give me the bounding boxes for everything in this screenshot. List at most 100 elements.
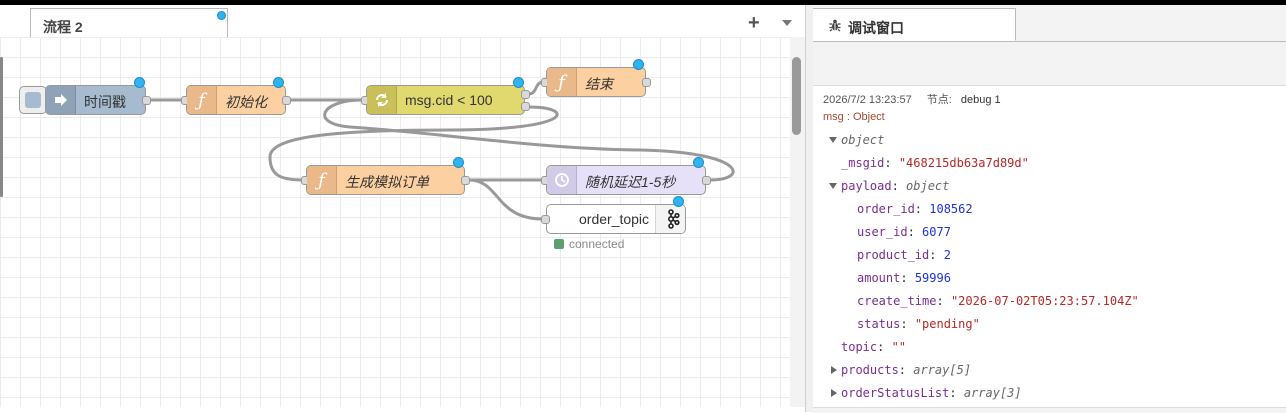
node-label: order_topic bbox=[579, 211, 650, 227]
wire-delay-loop bbox=[323, 98, 735, 182]
tree-type: array[5] bbox=[913, 363, 972, 377]
node-label: 初始化 bbox=[225, 94, 267, 110]
tree-row-order-id: order_id: 108562 bbox=[857, 202, 973, 216]
tree-type: object bbox=[906, 179, 950, 193]
sidebar: 调试窗口 2026/7/2 13:23:57 节点: debug 1 msg :… bbox=[813, 5, 1286, 413]
message-timestamp: 2026/7/2 13:23:57 bbox=[823, 94, 912, 106]
tree-key: order_id bbox=[857, 202, 915, 216]
changed-dot bbox=[693, 157, 704, 168]
tree-value: "pending" bbox=[914, 317, 980, 331]
tree-value: 108562 bbox=[929, 202, 973, 216]
output-port[interactable] bbox=[461, 176, 470, 185]
node-label: 时间戳 bbox=[84, 94, 126, 110]
output-port[interactable] bbox=[702, 176, 711, 185]
sidebar-separator[interactable] bbox=[805, 5, 813, 412]
node-delay[interactable]: 随机延迟1-5秒 bbox=[541, 157, 711, 195]
inject-button-inner bbox=[25, 92, 41, 108]
clock-icon bbox=[547, 166, 577, 194]
tree-type: object bbox=[841, 133, 885, 147]
changed-dot bbox=[513, 77, 524, 88]
debug-toolbar bbox=[813, 42, 1286, 86]
changed-dot bbox=[453, 157, 464, 168]
tree-key: orderStatusList bbox=[841, 386, 950, 400]
tree-row-create-time: create_time: "2026-07-02T05:23:57.104Z" bbox=[857, 294, 1139, 308]
tree-row-amount: amount: 59996 bbox=[857, 271, 951, 285]
top-bar bbox=[0, 0, 1286, 5]
scrollbar-thumb[interactable] bbox=[792, 57, 801, 135]
function-icon: ƒ bbox=[547, 68, 577, 96]
message-node-label: 节点: bbox=[926, 94, 952, 106]
tab-label: 流程 2 bbox=[43, 19, 83, 35]
tree-key: payload bbox=[841, 179, 892, 193]
node-end[interactable]: ƒ 结束 bbox=[541, 59, 651, 97]
node-loop[interactable]: msg.cid < 100 bbox=[361, 77, 530, 115]
tab-label: 调试窗口 bbox=[848, 20, 904, 36]
tree-key: _msgid bbox=[841, 156, 885, 170]
tree-key: topic bbox=[841, 340, 878, 354]
sidebar-bottom-bar bbox=[813, 407, 1286, 413]
output-port-2[interactable] bbox=[521, 102, 530, 111]
arrow-in-icon bbox=[46, 86, 76, 114]
tree-row-msgid: _msgid: "468215db63a7d89d" bbox=[841, 156, 1029, 170]
caret-right-icon[interactable] bbox=[831, 366, 837, 374]
changed-dot bbox=[673, 196, 684, 207]
tree-value: "2026-07-02T05:23:57.104Z" bbox=[950, 294, 1139, 308]
caret-right-icon[interactable] bbox=[831, 389, 837, 397]
canvas-vertical-scrollbar[interactable] bbox=[790, 37, 805, 407]
output-port[interactable] bbox=[282, 96, 291, 105]
input-port[interactable] bbox=[541, 215, 550, 224]
node-label: msg.cid < 100 bbox=[405, 92, 493, 108]
wire-gen-kafka bbox=[468, 178, 544, 221]
inject-button[interactable] bbox=[19, 86, 47, 114]
tree-key: create_time bbox=[857, 294, 937, 308]
output-port-1[interactable] bbox=[521, 90, 530, 99]
bug-icon bbox=[828, 18, 842, 32]
tab-flow-2[interactable]: 流程 2 bbox=[30, 8, 228, 41]
node-generate[interactable]: ƒ 生成模拟订单 bbox=[301, 157, 470, 195]
tree-row-user-id: user_id: 6077 bbox=[857, 225, 951, 239]
message-topic: msg : Object bbox=[823, 111, 885, 123]
tab-changed-dot bbox=[217, 11, 226, 20]
tree-value: 59996 bbox=[914, 271, 951, 285]
tree-value: "468215db63a7d89d" bbox=[898, 156, 1029, 170]
function-icon: ƒ bbox=[307, 166, 337, 194]
tree-key: product_id bbox=[857, 248, 930, 262]
tree-type: array[3] bbox=[963, 386, 1022, 400]
tree-value: 2 bbox=[943, 248, 951, 262]
canvas-edge-marker bbox=[0, 57, 3, 197]
wire-loop-gen bbox=[268, 105, 559, 182]
tree-row-payload[interactable]: payload: object bbox=[829, 177, 949, 195]
node-inject[interactable]: 时间戳 bbox=[45, 77, 151, 115]
changed-dot bbox=[273, 77, 284, 88]
output-port[interactable] bbox=[142, 96, 151, 105]
function-icon: ƒ bbox=[187, 86, 217, 114]
sidebar-tabbar: 调试窗口 bbox=[813, 5, 1286, 42]
changed-dot bbox=[134, 77, 145, 88]
status-connected-dot bbox=[554, 239, 564, 249]
tree-key: products bbox=[841, 363, 899, 377]
tree-row-root[interactable]: object bbox=[829, 131, 884, 149]
node-label: 生成模拟订单 bbox=[345, 174, 429, 190]
caret-down-icon[interactable] bbox=[829, 137, 837, 143]
output-port[interactable] bbox=[642, 78, 651, 87]
loop-icon bbox=[367, 86, 397, 114]
tree-key: amount bbox=[857, 271, 901, 285]
tab-debug[interactable]: 调试窗口 bbox=[813, 8, 1016, 41]
add-flow-button[interactable]: + bbox=[748, 12, 760, 34]
tree-row-topic: topic: "" bbox=[841, 340, 907, 354]
status-connected-text: connected bbox=[569, 237, 625, 251]
tree-row-products[interactable]: products: array[5] bbox=[831, 361, 971, 379]
tree-row-status: status: "pending" bbox=[857, 317, 980, 331]
message-meta: 2026/7/2 13:23:57 节点: debug 1 bbox=[823, 91, 1001, 107]
flow-canvas[interactable]: 时间戳 ƒ 初始化 msg.cid < 100 ƒ 结束 bbox=[0, 37, 790, 407]
chevron-down-icon[interactable] bbox=[782, 20, 792, 26]
node-init[interactable]: ƒ 初始化 bbox=[181, 77, 291, 115]
message-node-name[interactable]: debug 1 bbox=[960, 94, 1001, 106]
tree-row-order-status-list[interactable]: orderStatusList: array[3] bbox=[831, 384, 1022, 402]
caret-down-icon[interactable] bbox=[829, 183, 837, 189]
node-label: 随机延迟1-5秒 bbox=[585, 174, 676, 190]
tree-value: 6077 bbox=[922, 225, 951, 239]
changed-dot bbox=[633, 59, 644, 70]
node-kafka[interactable]: order_topic bbox=[541, 196, 686, 234]
kafka-icon bbox=[655, 205, 685, 233]
